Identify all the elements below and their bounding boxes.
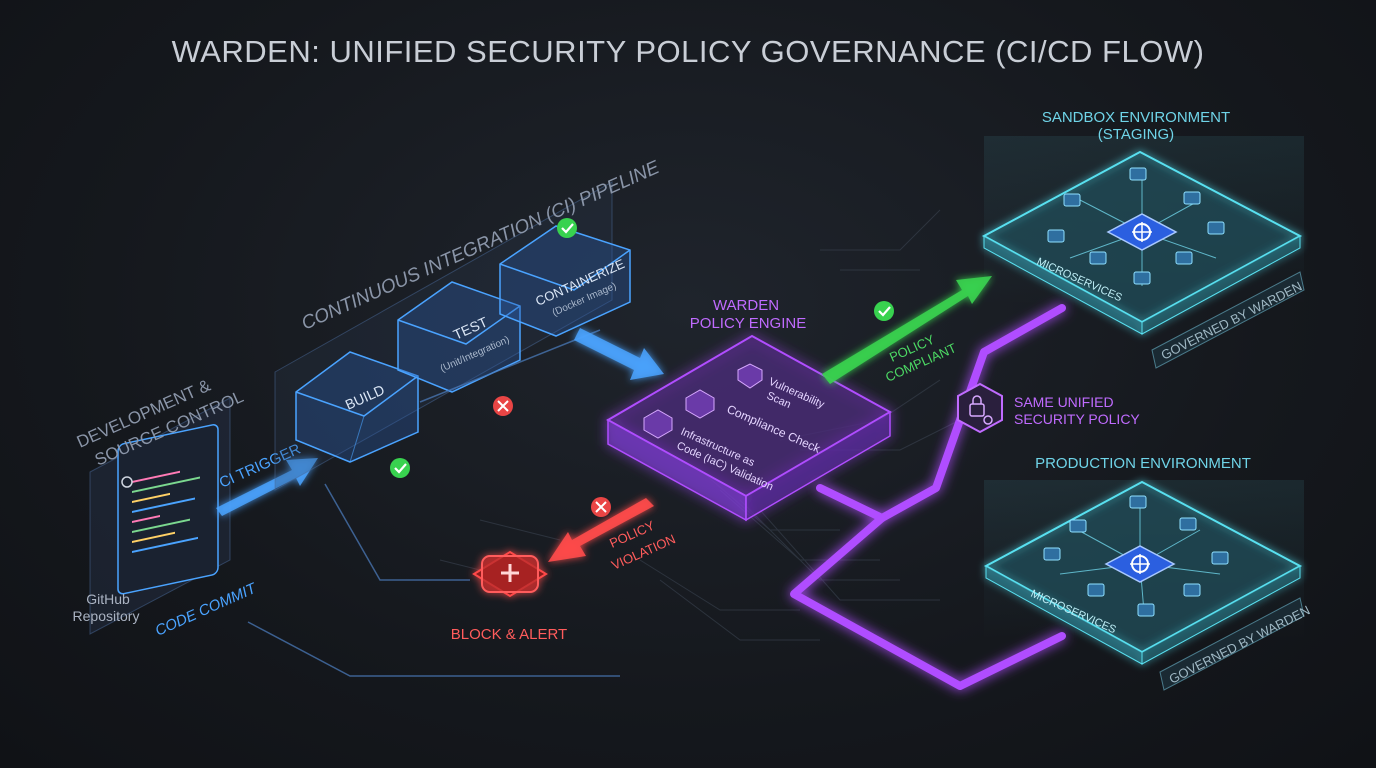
error-icon-test: [493, 396, 513, 416]
unified-policy-bus: [790, 304, 1066, 690]
check-icon-containerize: [557, 218, 577, 238]
build-stage: BUILD: [295, 351, 419, 463]
kubernetes-icon-production: [1104, 545, 1176, 583]
code-lines: [132, 470, 200, 553]
ci-trigger-arrow: [216, 458, 318, 516]
unified-label-2: SECURITY POLICY: [1014, 411, 1140, 427]
error-icon-violation: [591, 497, 611, 517]
feedback-lines: [247, 329, 620, 677]
engine-heading-1: WARDEN: [713, 297, 779, 314]
unified-label-1: SAME UNIFIED: [1014, 394, 1114, 410]
sandbox-environment: [981, 136, 1304, 335]
test-stage: TEST (Unit/Integration): [397, 281, 521, 393]
check-icon-build: [390, 458, 410, 478]
github-icon: [121, 476, 133, 488]
sandbox-heading-2: (STAGING): [1098, 126, 1174, 143]
containerize-stage: CONTAINERIZE (Docker Image): [499, 225, 631, 337]
monitor: [117, 424, 219, 595]
policy-violation-arrow: [548, 498, 654, 562]
code-icon: [643, 409, 673, 439]
block-alert-icon: [472, 550, 548, 598]
page-title: WARDEN: UNIFIED SECURITY POLICY GOVERNAN…: [171, 34, 1205, 69]
policy-engine: [605, 334, 893, 522]
kubernetes-icon: [1106, 213, 1178, 251]
lock-gear-icon: [957, 382, 1003, 434]
check-icon-compliant: [874, 301, 894, 321]
block-alert-label: BLOCK & ALERT: [451, 626, 567, 643]
shield-icon: [737, 363, 763, 389]
production-environment: [983, 480, 1304, 665]
document-icon: [685, 389, 715, 419]
policy-compliant-arrow: [822, 276, 992, 384]
engine-heading-2: POLICY ENGINE: [690, 315, 806, 332]
sandbox-heading-1: SANDBOX ENVIRONMENT: [1042, 109, 1230, 126]
repo-label-2: Repository: [73, 608, 140, 624]
circuit-lines: [439, 209, 961, 641]
container-to-engine-arrow: [574, 328, 664, 380]
production-heading: PRODUCTION ENVIRONMENT: [1035, 455, 1251, 472]
repo-label-1: GitHub: [86, 591, 130, 607]
